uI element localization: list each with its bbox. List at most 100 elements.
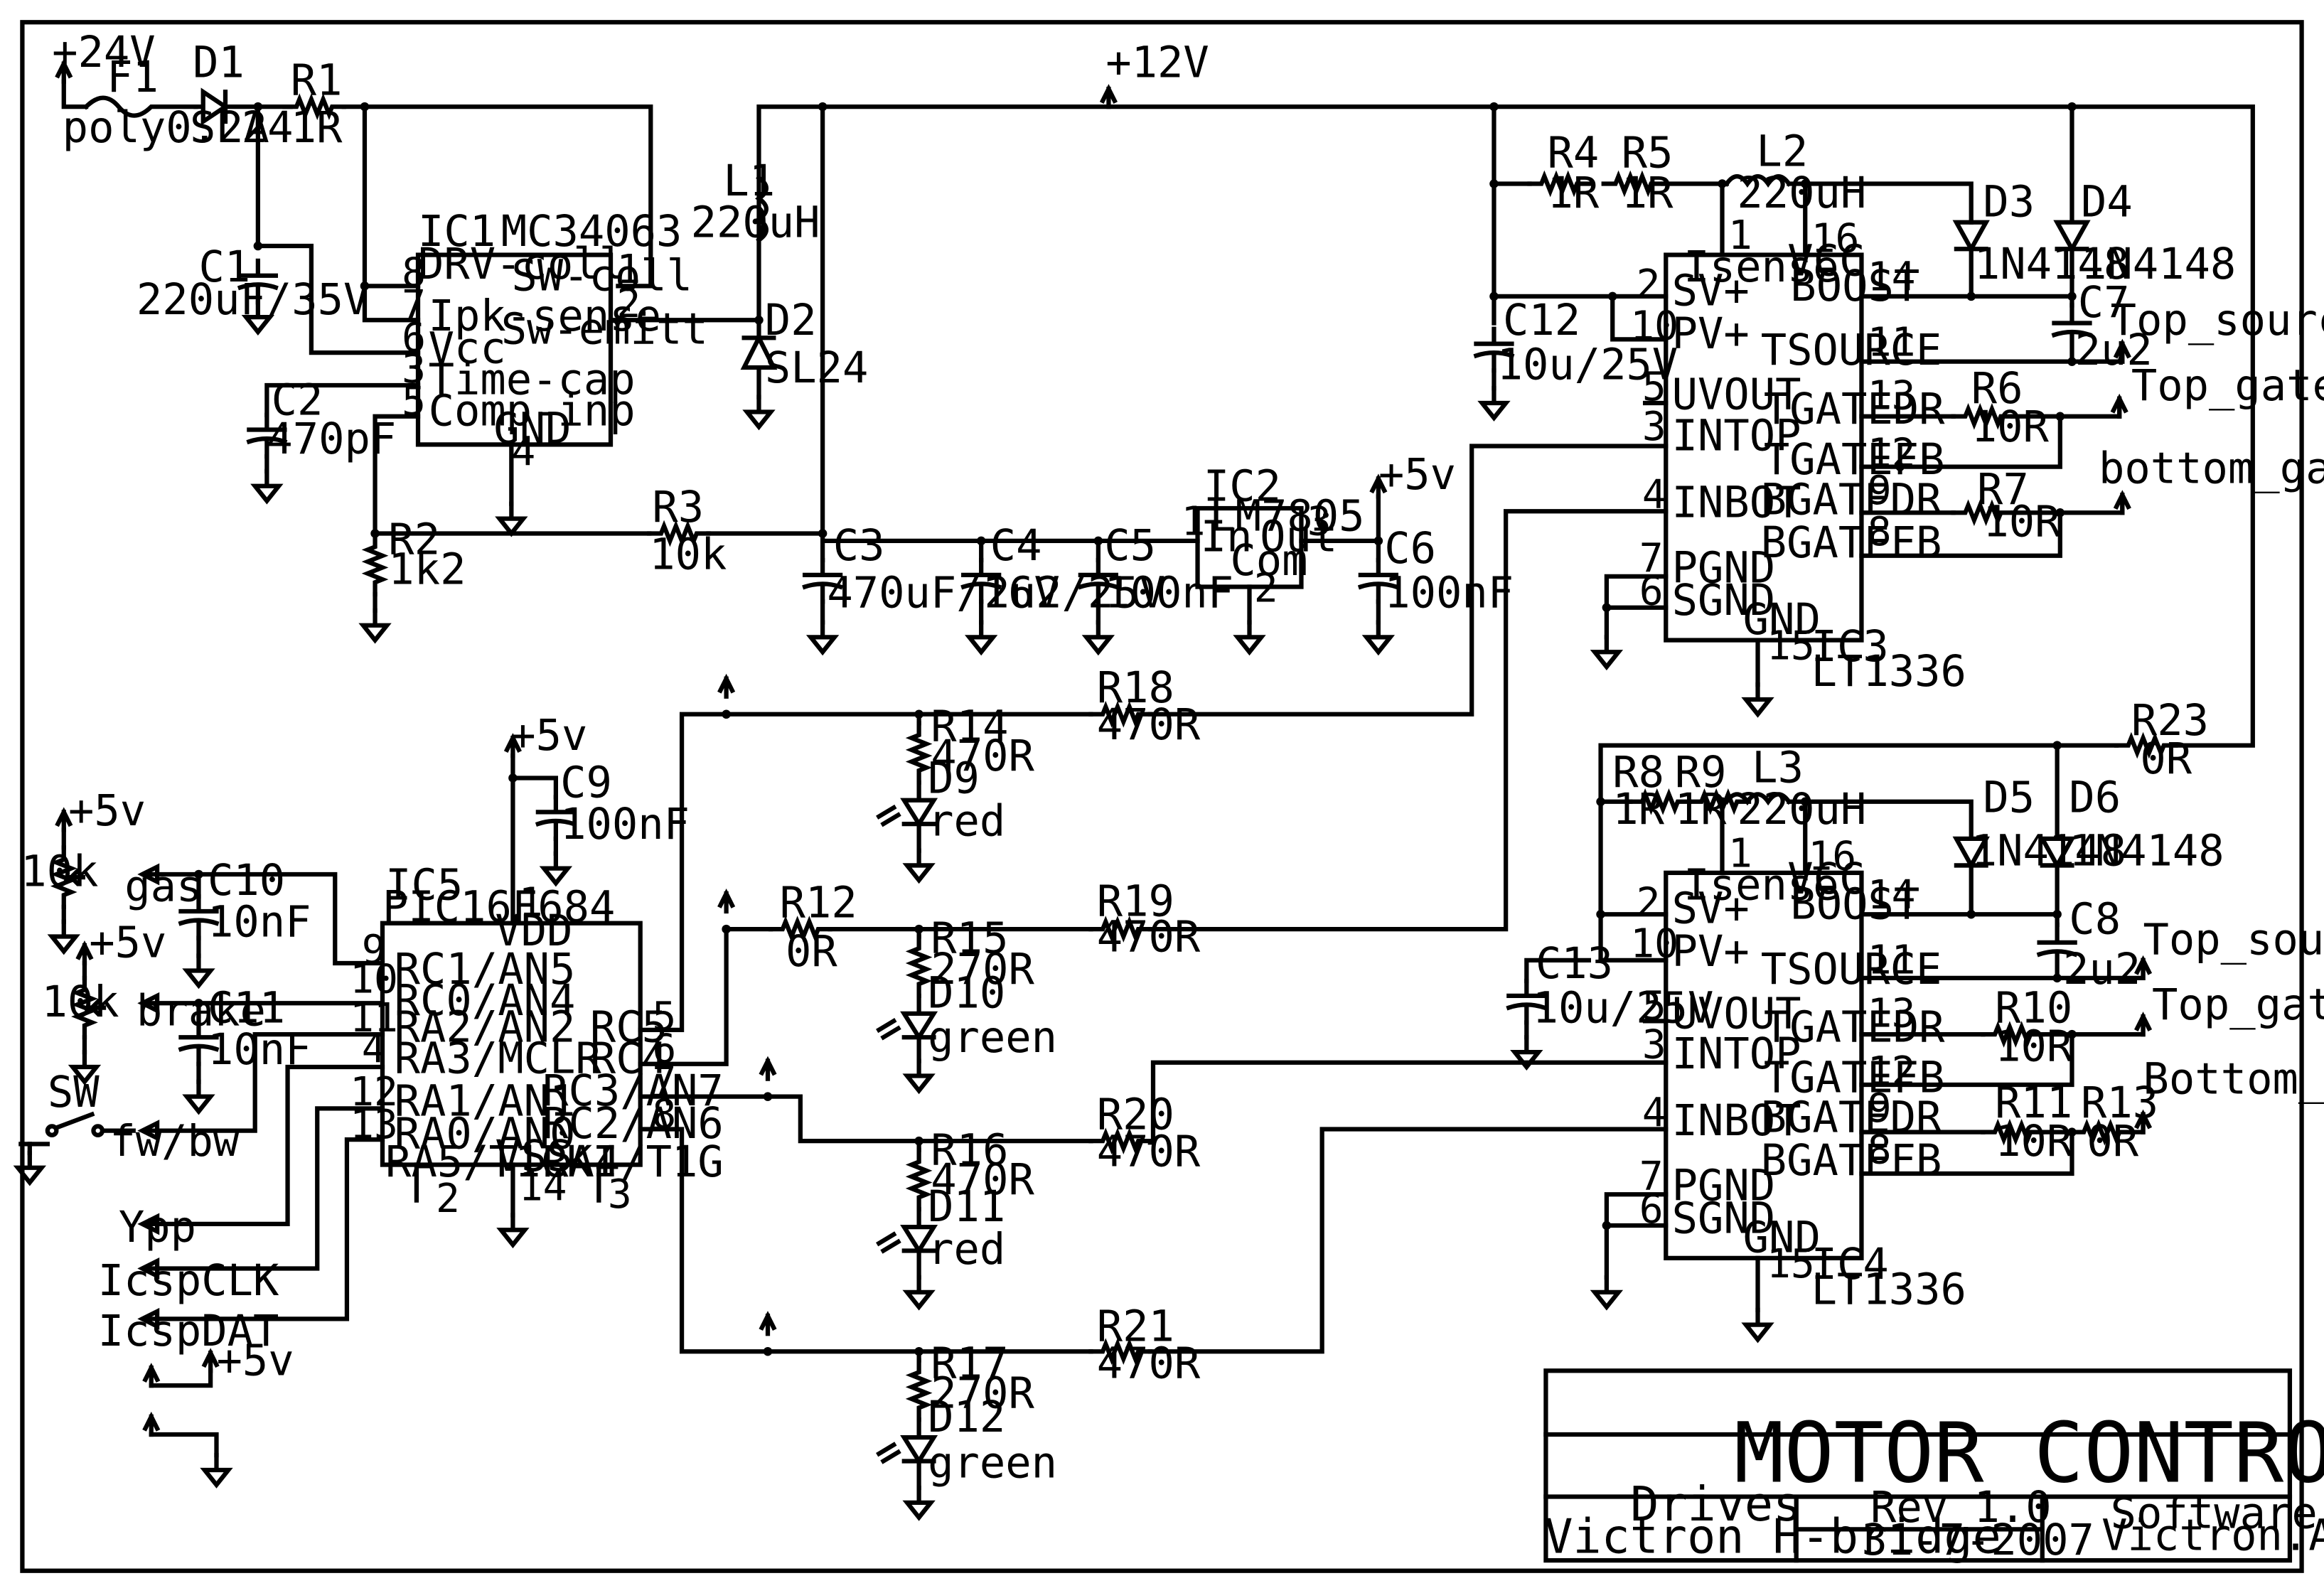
r3-ref: R3 bbox=[652, 483, 704, 532]
d12-ref: D12 bbox=[928, 1393, 1005, 1442]
rail-5v-label-ic2: +5v bbox=[1378, 450, 1456, 500]
ic4-pin-uvout: UVOUT bbox=[1672, 989, 1801, 1039]
ic1-num-8: 8 bbox=[402, 250, 426, 296]
mcu-section: IC5 PIC16F684 VDD RC1/AN5 RC0/AN4 RA2/AN… bbox=[18, 711, 724, 1485]
ic3-net-bottom-gate: bottom_gate bbox=[2099, 444, 2324, 494]
ic4-pin-bgatedr: BGATEDR bbox=[1761, 1093, 1942, 1143]
title-block-group: Drives bbox=[1630, 1476, 1801, 1532]
ic4-ref: IC4 bbox=[1811, 1240, 1889, 1289]
signal-ypp: Ypp bbox=[119, 1203, 196, 1253]
signal-icspdat: IcspDAT bbox=[98, 1307, 279, 1356]
ic4-part: LT1336 bbox=[1811, 1265, 1966, 1314]
switch-label: SW bbox=[48, 1068, 100, 1117]
ic3-pin-isense: Isense bbox=[1683, 242, 1838, 292]
c12-ref: C12 bbox=[1503, 296, 1580, 345]
ic1-pin-swe: Sw-emitt bbox=[501, 305, 708, 355]
r9-value: 1R bbox=[1675, 785, 1727, 835]
r12-ref: R12 bbox=[780, 878, 857, 928]
ic3-num-14: 14 bbox=[1868, 254, 1916, 301]
d2-value: SL24 bbox=[765, 343, 869, 393]
ic3-net-source: Top_source bbox=[2111, 296, 2324, 345]
ic4-pin-isense: Isense bbox=[1683, 860, 1838, 910]
ic3-pin-tgatefb: TGATEFB bbox=[1764, 435, 1945, 485]
ic5-num-14: 14 bbox=[519, 1164, 567, 1211]
d4-ref: D4 bbox=[2081, 177, 2133, 227]
ic4-net-top-gate: Top_gate bbox=[2152, 980, 2324, 1030]
ic3-net-top-gate: Top_gate bbox=[2131, 361, 2324, 411]
f1-value: poly0.2A bbox=[63, 103, 269, 153]
d6-value: 1N4148 bbox=[2069, 826, 2224, 876]
pot-gas-value: 10k bbox=[21, 847, 98, 897]
r7-value: 10R bbox=[1983, 498, 2061, 547]
ic5-pin-ra1: RA1/AN1 bbox=[395, 1077, 576, 1127]
ic1-ref: IC1 bbox=[418, 207, 496, 257]
c4-value: 2u2/25V bbox=[984, 569, 1165, 618]
r16-ref: R16 bbox=[931, 1126, 1008, 1176]
title-block-title: MOTOR CONTROLLER bbox=[1734, 1405, 2324, 1502]
ic4-num-16: 16 bbox=[1808, 834, 1856, 880]
r6-ref: R6 bbox=[1971, 364, 2023, 414]
r14-ref: R14 bbox=[931, 702, 1008, 751]
rail-5v-label-mcu: +5v bbox=[510, 711, 587, 761]
c4-ref: C4 bbox=[990, 521, 1042, 571]
ic3-num-11: 11 bbox=[1868, 319, 1916, 365]
r1-ref: R1 bbox=[291, 55, 343, 105]
d1-ref: D1 bbox=[193, 38, 245, 87]
r5-value: 1R bbox=[1622, 168, 1674, 218]
ic5-part: PIC16F684 bbox=[382, 883, 615, 933]
ic4-pin-pgnd: PGND bbox=[1672, 1162, 1776, 1211]
c5-ref: C5 bbox=[1104, 521, 1156, 571]
c11-ref: C11 bbox=[208, 983, 285, 1033]
ic3-pin-boost: BOOST bbox=[1790, 262, 1919, 311]
r6-value: 10R bbox=[1971, 402, 2050, 452]
r5-ref: R5 bbox=[1622, 129, 1674, 178]
ic1-pin-drv: DRV-coll bbox=[418, 240, 625, 289]
d2-ref: D2 bbox=[765, 296, 817, 345]
title-block-project: Victron H-bridge bbox=[1544, 1509, 2001, 1565]
ic4-num-13: 13 bbox=[1868, 991, 1916, 1037]
r10-ref: R10 bbox=[1995, 983, 2072, 1033]
ic4-pin-sv: SV+ bbox=[1672, 884, 1750, 934]
ic5-pin-rc2: RC2/AN6 bbox=[542, 1099, 724, 1149]
r3-value: 10k bbox=[649, 530, 727, 580]
d10-value: green bbox=[928, 1013, 1057, 1063]
title-block-date: 31-7-2007 bbox=[1861, 1516, 2094, 1565]
ic3-num-3: 3 bbox=[1642, 404, 1666, 450]
ic4-pin-tgatefb: TGATEFB bbox=[1764, 1053, 1945, 1103]
f1-ref: F1 bbox=[107, 53, 159, 102]
ic3-num-8: 8 bbox=[1868, 509, 1892, 555]
ic3-pin-tgatedr: TGATEDR bbox=[1764, 385, 1945, 434]
d9-ref: D9 bbox=[928, 753, 980, 803]
r15-value: 270R bbox=[931, 945, 1034, 994]
r19-ref: R19 bbox=[1097, 876, 1174, 926]
ic3-part: LT1336 bbox=[1811, 647, 1966, 697]
driver-ic4-section: R23 0R R8 1R R9 1R L3 220uH D5 1N4148 D6… bbox=[1147, 696, 2324, 1354]
ic3-num-16: 16 bbox=[1811, 215, 1860, 262]
ic3-num-9: 9 bbox=[1868, 468, 1892, 514]
ic4-pin-pv: PV+ bbox=[1672, 927, 1750, 977]
d3-ref: D3 bbox=[1983, 177, 2035, 227]
ic4-pin-inbot: INBOT bbox=[1672, 1096, 1801, 1146]
ic2-num-3: 3 bbox=[1307, 499, 1332, 545]
r8-value: 1R bbox=[1612, 785, 1664, 835]
supply-section: +24V F1 poly0.2A D1 SL24 R1 1R C1 220uF/… bbox=[52, 28, 1514, 652]
ic5-pin-ra4: RA4/T1G bbox=[542, 1137, 724, 1187]
ic1-num-6: 6 bbox=[402, 315, 426, 361]
c7-value: 2u2 bbox=[2075, 326, 2153, 375]
ic4-pin-intop: INTOP bbox=[1672, 1029, 1801, 1079]
ic5-num-5: 5 bbox=[652, 994, 676, 1040]
ic2-num-2: 2 bbox=[1254, 565, 1278, 611]
r4-value: 1R bbox=[1548, 168, 1600, 218]
driver-ic3-section: R4 1R R5 1R L2 220uH D3 1N4148 D4 1N4148… bbox=[1147, 102, 2324, 932]
pot-gas-supply: +5v bbox=[68, 786, 146, 836]
r21-ref: R21 bbox=[1097, 1302, 1174, 1352]
ic1-num-4: 4 bbox=[511, 429, 535, 476]
title-block-software-label: Software: bbox=[2111, 1489, 2324, 1538]
ic3-pin-bgatefb: BGATEFB bbox=[1761, 518, 1942, 568]
ic3-pin-tsource: TSOURCE bbox=[1761, 326, 1942, 375]
title-block-rev: Rev 1.0 bbox=[1870, 1483, 2052, 1533]
ic5-pin-rc4: RC4 bbox=[590, 1034, 668, 1083]
d3-value: 1N4148 bbox=[1974, 240, 2129, 289]
rail-12v-label: +12V bbox=[1105, 38, 1209, 87]
r1-value: 1R bbox=[291, 103, 343, 153]
